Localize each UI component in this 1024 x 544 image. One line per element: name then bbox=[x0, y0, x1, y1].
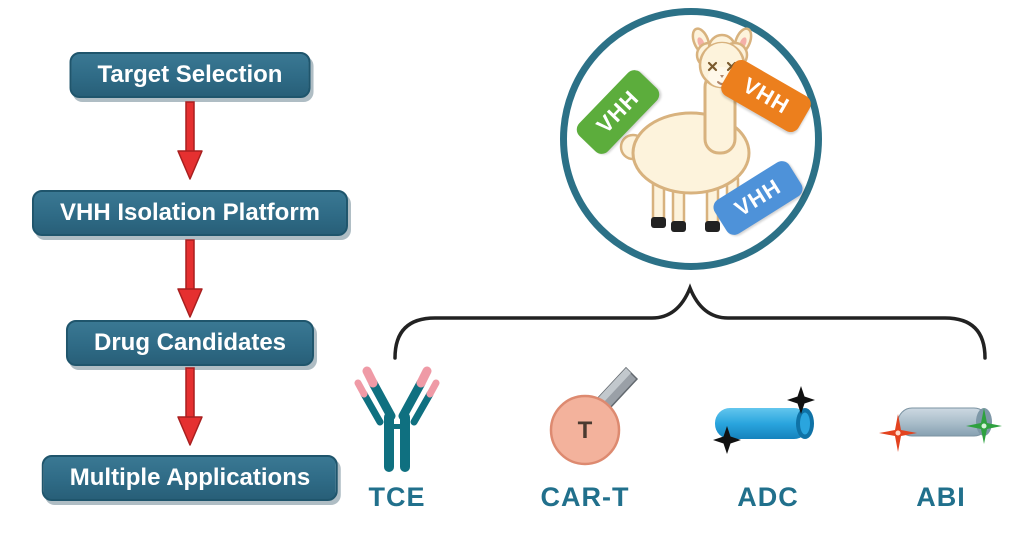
step-target-selection: Target Selection bbox=[69, 52, 311, 98]
antibody-icon bbox=[354, 366, 440, 472]
down-arrow-icon bbox=[177, 367, 203, 446]
down-arrow-icon bbox=[177, 239, 203, 318]
label-car-t: CAR-T bbox=[540, 482, 630, 512]
brace-connector bbox=[393, 283, 987, 360]
label-adc: ADC bbox=[737, 482, 799, 512]
down-arrow-icon bbox=[177, 101, 203, 180]
label-abi: ABI bbox=[916, 482, 966, 512]
car-t-cell-icon: T bbox=[549, 366, 639, 466]
step-multiple-applications: Multiple Applications bbox=[41, 455, 339, 501]
drug-conjugate-icon bbox=[713, 386, 815, 454]
step-vhh-isolation-platform: VHH Isolation Platform bbox=[31, 190, 349, 236]
step-drug-candidates: Drug Candidates bbox=[65, 320, 315, 366]
label-tce: TCE bbox=[368, 482, 426, 512]
t-cell-letter: T bbox=[578, 417, 593, 444]
bispecific-binder-icon bbox=[879, 407, 1002, 452]
